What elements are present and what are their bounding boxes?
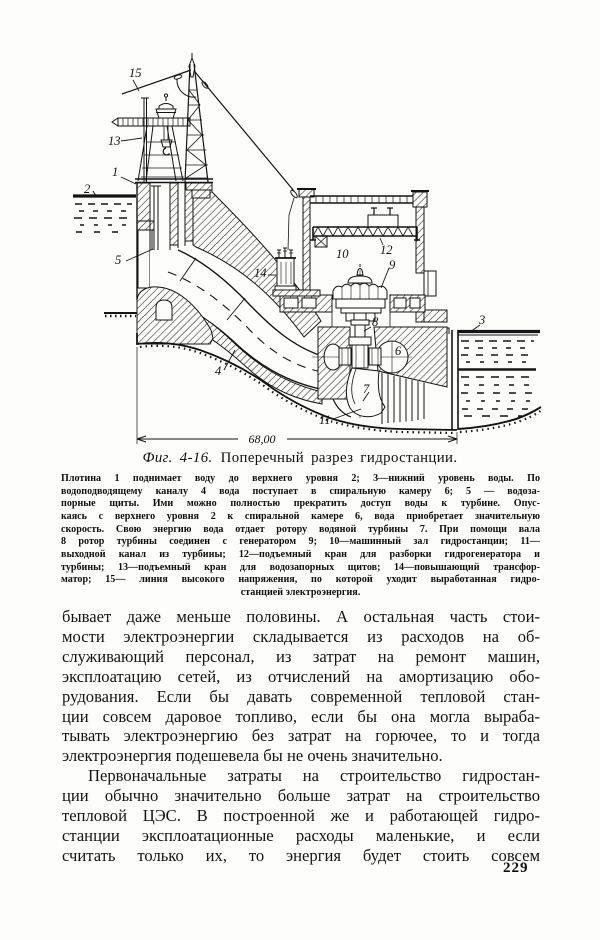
transformer xyxy=(272,189,321,297)
legend-line: каясь с верхнего уровня 2 к спиральной к… xyxy=(61,510,540,522)
figure-drawing: 68,00 15 13 1 2 5 4 14 10 12 9 8 xyxy=(73,53,543,446)
body-line: тывать электроэнергию без затрат на горю… xyxy=(62,726,540,746)
body-line: эксплоатацию сетей, из отчислений на амо… xyxy=(62,666,540,686)
figure-caption-title: Поперечный разрез гидростанции. xyxy=(220,450,458,466)
overhead-crane xyxy=(310,207,420,248)
part-label-4: 4 xyxy=(215,364,221,378)
legend-line: водоподводящему каналу 4 вода поступает … xyxy=(61,485,540,497)
part-label-9: 9 xyxy=(389,258,396,272)
part-label-6: 6 xyxy=(395,344,402,358)
part-label-8: 8 xyxy=(372,315,379,329)
body-line: станции эксплоатационные расходы маленьк… xyxy=(62,825,540,845)
part-label-12: 12 xyxy=(380,243,393,257)
legend-line: скорость. Свою энергию вода отдает ротор… xyxy=(61,523,540,535)
part-label-13: 13 xyxy=(108,134,121,148)
figure-caption-number: Фиг. 4-16. xyxy=(142,450,213,466)
lattice-tower xyxy=(121,53,295,192)
body-line: считать только их, то энергия будет стои… xyxy=(62,845,540,865)
figure-caption: Фиг. 4-16. Поперечный разрез гидростанции… xyxy=(0,450,600,467)
figure-legend: Плотина 1 поднимает воду до верхнего уро… xyxy=(61,473,540,600)
left-ground xyxy=(104,312,137,318)
tailrace-water xyxy=(451,329,543,434)
dimension-label: 68,00 xyxy=(249,432,276,446)
body-line: ции обычно значительно больше затрат на … xyxy=(62,786,540,806)
part-label-11: 11 xyxy=(319,413,331,427)
legend-line: станцией электроэнергия. xyxy=(240,586,361,598)
part-label-14: 14 xyxy=(254,266,267,280)
page-number: 229 xyxy=(503,860,529,876)
part-label-10: 10 xyxy=(336,247,349,261)
body-line: электроэнергия подешевела бы не очень зн… xyxy=(62,746,443,766)
turbine-block xyxy=(312,312,448,424)
legend-line: 8 ротор турбины соединен с генератором 9… xyxy=(61,536,540,548)
body-line: тепловой ЦЭС. В построенной же и работаю… xyxy=(62,806,540,826)
gantry-crane xyxy=(111,93,191,182)
body-line: служивающий персонал, из затрат на ремон… xyxy=(62,646,540,666)
part-label-3: 3 xyxy=(478,313,485,327)
body-line: бывает даже меньше половины. А остальная… xyxy=(62,607,540,626)
body-text: бывает даже меньше половины. А остальная… xyxy=(62,607,540,866)
foundation-hump xyxy=(136,286,214,345)
part-label-15: 15 xyxy=(129,66,142,80)
dimension-line: 68,00 xyxy=(136,347,458,446)
body-line: ции совсем даровое топливо, если бы она … xyxy=(62,706,540,726)
part-label-5: 5 xyxy=(115,253,121,267)
legend-line: порные щиты. Ими можно полностью прекрат… xyxy=(61,498,540,510)
body-line: мости электроэнергии складывается из рас… xyxy=(62,626,540,646)
part-label-7: 7 xyxy=(363,382,370,396)
upper-water xyxy=(73,190,136,233)
part-label-1: 1 xyxy=(112,165,118,179)
body-line: рудования. Если бы давать современной те… xyxy=(62,686,540,706)
legend-line: турбины; 13—подъемный кран для водозапор… xyxy=(61,561,540,573)
excavation-line xyxy=(136,333,458,435)
legend-line: выходной канал из турбины; 12—подъемный … xyxy=(61,548,540,560)
legend-line: Плотина 1 поднимает воду до верхнего уро… xyxy=(61,473,540,484)
part-label-2: 2 xyxy=(84,182,90,196)
leader-lines xyxy=(120,137,481,420)
legend-line: матор; 15— линия высокого напряжения, по… xyxy=(61,574,540,586)
body-line: Первоначальные затраты на строительство … xyxy=(88,766,540,786)
